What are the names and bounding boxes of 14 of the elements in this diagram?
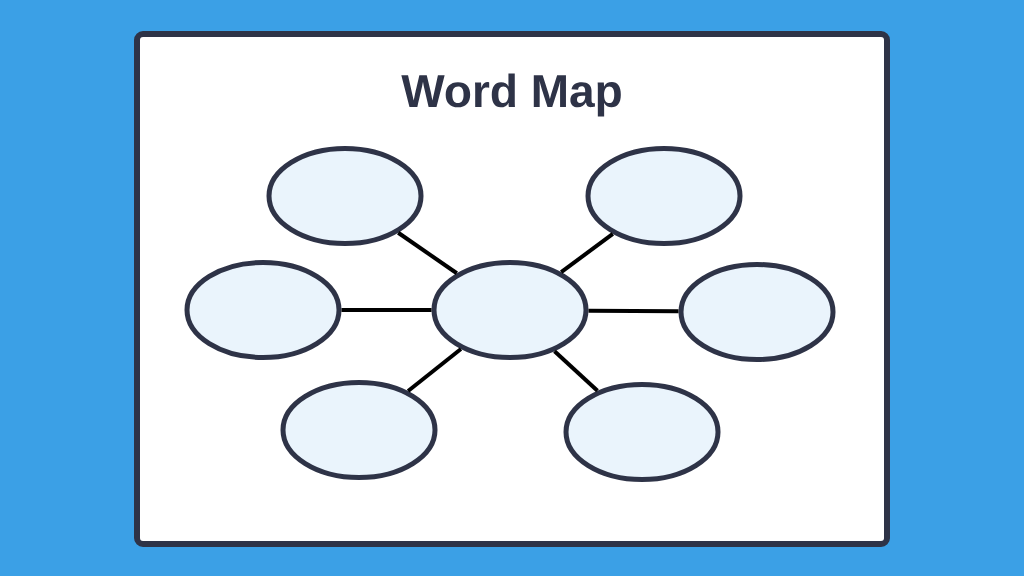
connector-line xyxy=(397,231,458,275)
title: Word Map xyxy=(401,73,621,117)
ellipse-node xyxy=(280,380,438,480)
ellipse-node xyxy=(431,260,589,360)
connector-line xyxy=(341,308,432,312)
ellipse-node xyxy=(266,146,424,246)
ellipse-node xyxy=(585,146,743,246)
connector-line xyxy=(406,347,463,393)
ellipse-node xyxy=(563,382,721,482)
connector-line xyxy=(553,349,599,393)
ellipse-node xyxy=(184,260,342,360)
connector-line xyxy=(588,308,679,314)
connector-line xyxy=(560,232,614,274)
ellipse-node xyxy=(678,262,836,362)
